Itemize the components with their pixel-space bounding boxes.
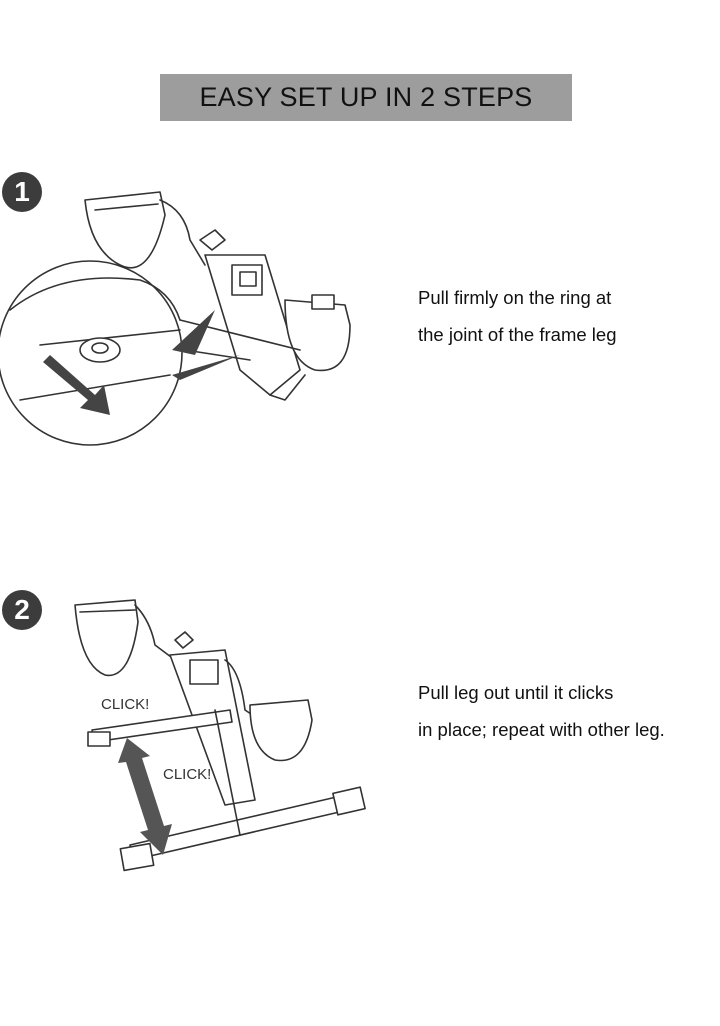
click-label-1: CLICK! xyxy=(101,696,149,713)
step-1-illustration xyxy=(0,191,351,446)
step-1-line-2: the joint of the frame leg xyxy=(418,324,617,345)
page-title: EASY SET UP IN 2 STEPS xyxy=(160,74,572,121)
step-2-number-badge: 2 xyxy=(2,590,42,630)
step-2-line-1: Pull leg out until it clicks xyxy=(418,682,614,703)
step-2-illustration: CLICK! CLICK! xyxy=(74,599,366,872)
step-1-line-1: Pull firmly on the ring at xyxy=(418,287,612,308)
step-1-number-badge: 1 xyxy=(2,172,42,212)
step-1-instructions: Pull firmly on the ring at the joint of … xyxy=(418,279,616,353)
step-2-instructions: Pull leg out until it clicks in place; r… xyxy=(418,674,665,748)
click-label-2: CLICK! xyxy=(163,766,211,783)
step-2-line-2: in place; repeat with other leg. xyxy=(418,719,665,740)
